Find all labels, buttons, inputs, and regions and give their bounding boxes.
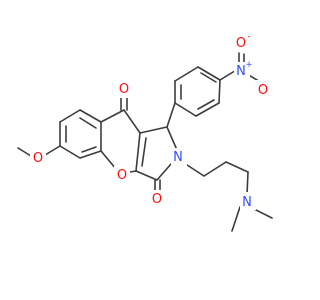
negative-charge-mark: - [247, 32, 250, 42]
bond [203, 161, 227, 177]
bond [135, 170, 158, 181]
bond [139, 126, 168, 134]
bond [246, 171, 249, 196]
bond [156, 163, 172, 181]
bond [123, 109, 141, 134]
bond [141, 137, 147, 167]
positive-charge-mark: + [245, 60, 252, 70]
bond [197, 66, 221, 81]
label-backdrop [171, 148, 187, 166]
bond [129, 170, 137, 173]
nitro-oxygen-atom: O [258, 83, 268, 98]
structure-drawing: O - N + O O O O N O N [17, 32, 273, 232]
bond [79, 117, 97, 129]
bond [218, 79, 221, 104]
molecule-diagram: O - N + O O O O N O N [17, 32, 273, 232]
bond [81, 146, 97, 153]
label-backdrop [114, 166, 130, 184]
bond [44, 145, 61, 156]
bond [200, 72, 217, 83]
nitro-nitrogen-atom: N [236, 64, 246, 79]
bond [195, 102, 220, 117]
bond [59, 145, 81, 159]
label-backdrop [117, 80, 133, 98]
bond [174, 102, 197, 117]
ring-oxygen-atom: O [117, 168, 127, 183]
nitro-oxygen-atom: O [236, 36, 246, 51]
atom-label-layer: O - N + O O O O N O N [30, 32, 272, 210]
label-backdrop [234, 62, 250, 80]
bond [135, 132, 141, 172]
label-backdrop [240, 192, 256, 210]
bond [231, 206, 241, 232]
bond [79, 109, 102, 123]
bond [197, 99, 215, 110]
ketone-oxygen-atom: O [119, 82, 129, 97]
bond [183, 162, 205, 177]
bond [79, 150, 102, 159]
bond [100, 150, 117, 170]
amine-nitrogen-atom: N [242, 195, 252, 210]
ring-nitrogen-atom: N [173, 150, 183, 165]
label-backdrop [234, 34, 250, 52]
bond [174, 66, 199, 82]
bond [166, 126, 178, 151]
bond [166, 102, 176, 128]
label-backdrop [150, 190, 166, 208]
bond [100, 109, 125, 123]
bond [17, 147, 32, 157]
label-backdrop [30, 149, 46, 167]
bond [225, 161, 249, 173]
bond-layer [17, 52, 273, 232]
bond [59, 109, 81, 123]
lactam-oxygen-atom: O [152, 192, 162, 207]
label-backdrop [256, 80, 272, 98]
methoxy-oxygen-atom: O [33, 151, 43, 166]
